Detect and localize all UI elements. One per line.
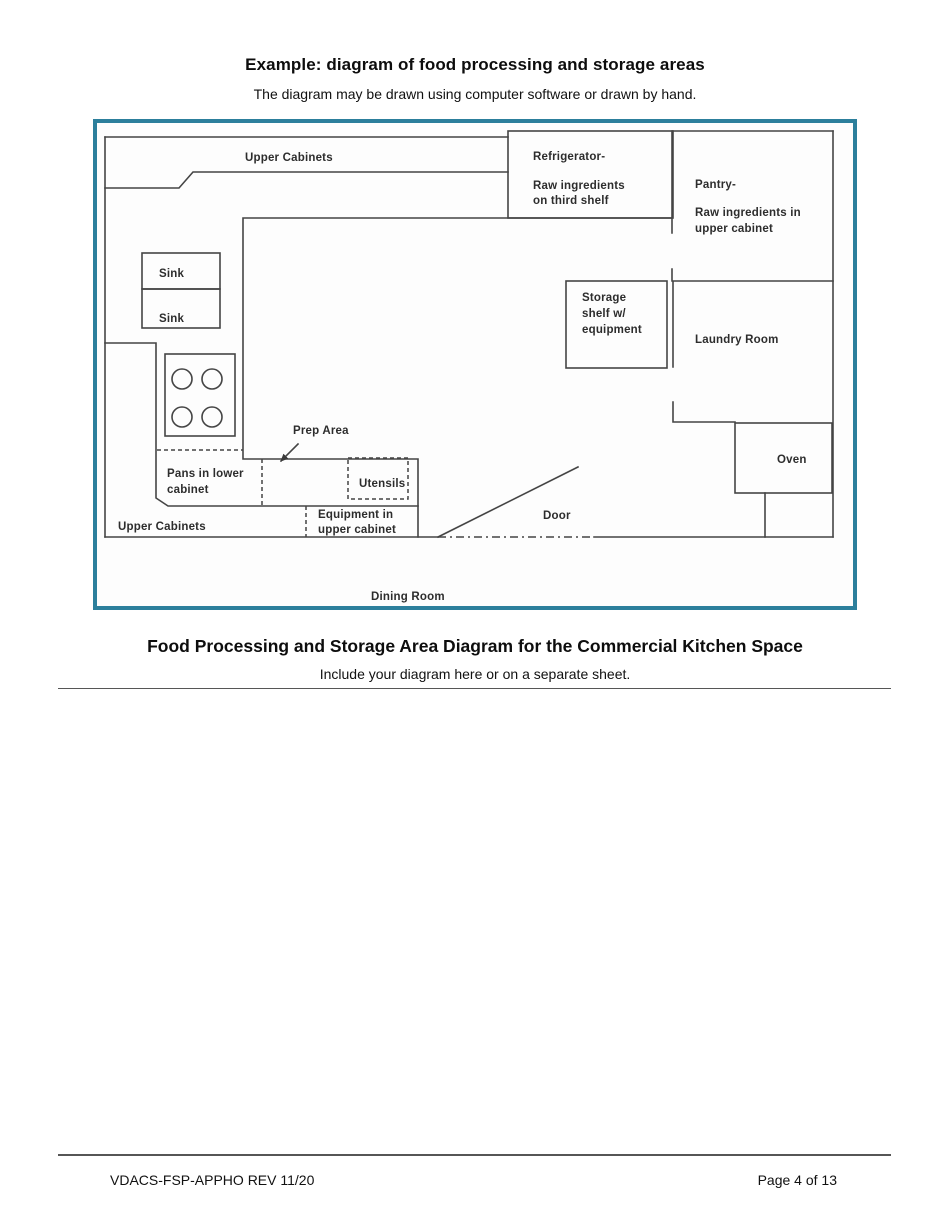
laundry-room-walls [672,280,834,423]
sink-box-bottom [141,288,221,329]
page-title: Example: diagram of food processing and … [245,55,705,74]
sink-bottom-label: Sink [159,313,184,325]
counter-back-edge [242,217,673,538]
stove-box [164,353,236,437]
upper-cabinets-bottom-label: Upper Cabinets [118,521,206,533]
prep-area-label: Prep Area [293,425,349,437]
pantry-label: Pantry- [695,179,736,191]
upper-cabinets-top-label: Upper Cabinets [245,152,333,164]
pantry-label-line2: Raw ingredients in [695,207,801,219]
oven-box [734,422,833,494]
diagram-area-divider [58,688,891,689]
floor-plan-svg: Upper Cabinets Refrigerator- Raw ingredi… [104,130,834,603]
upper-cabinet-front-edge [104,171,509,189]
refrigerator-label-line3: on third shelf [533,195,609,207]
pans-label-line1: Pans in lower [167,468,244,480]
dining-room-label: Dining Room [371,591,445,603]
prep-area-arrow [279,442,300,463]
diagram-placeholder-area [58,690,891,1152]
storage-label-line3: equipment [582,324,642,336]
refrigerator-label: Refrigerator- [533,151,605,163]
equipment-label-line2: upper cabinet [318,524,396,536]
counter-front-edge [104,342,419,507]
storage-shelf-box [565,280,668,369]
burner-icon [201,368,223,390]
door-label: Door [543,510,571,522]
storage-label-line1: Storage [582,292,626,304]
example-kitchen-diagram: Upper Cabinets Refrigerator- Raw ingredi… [93,119,857,610]
footer-divider [58,1154,891,1156]
burner-icon [171,368,193,390]
form-number: VDACS-FSP-APPHO REV 11/20 [110,1172,315,1188]
page-subtitle: The diagram may be drawn using computer … [253,86,697,102]
section-heading: Food Processing and Storage Area Diagram… [147,636,803,656]
page-footer: VDACS-FSP-APPHO REV 11/20 Page 4 of 13 [110,1172,837,1188]
refrigerator-label-line2: Raw ingredients [533,180,625,192]
sink-top-label: Sink [159,268,184,280]
burner-icon [171,406,193,428]
section-subheading: Include your diagram here or on a separa… [319,666,631,682]
storage-label-line2: shelf w/ [582,308,626,320]
utensils-dashed-box [347,457,409,500]
pantry-label-line3: upper cabinet [695,223,773,235]
oven-label: Oven [777,454,807,466]
pans-label-line2: cabinet [167,484,209,496]
burner-icon [201,406,223,428]
utensils-label: Utensils [359,478,405,490]
door-swing-line [436,465,580,539]
page-number: Page 4 of 13 [757,1172,837,1188]
laundry-room-label: Laundry Room [695,334,779,346]
equipment-label-line1: Equipment in [318,509,393,521]
